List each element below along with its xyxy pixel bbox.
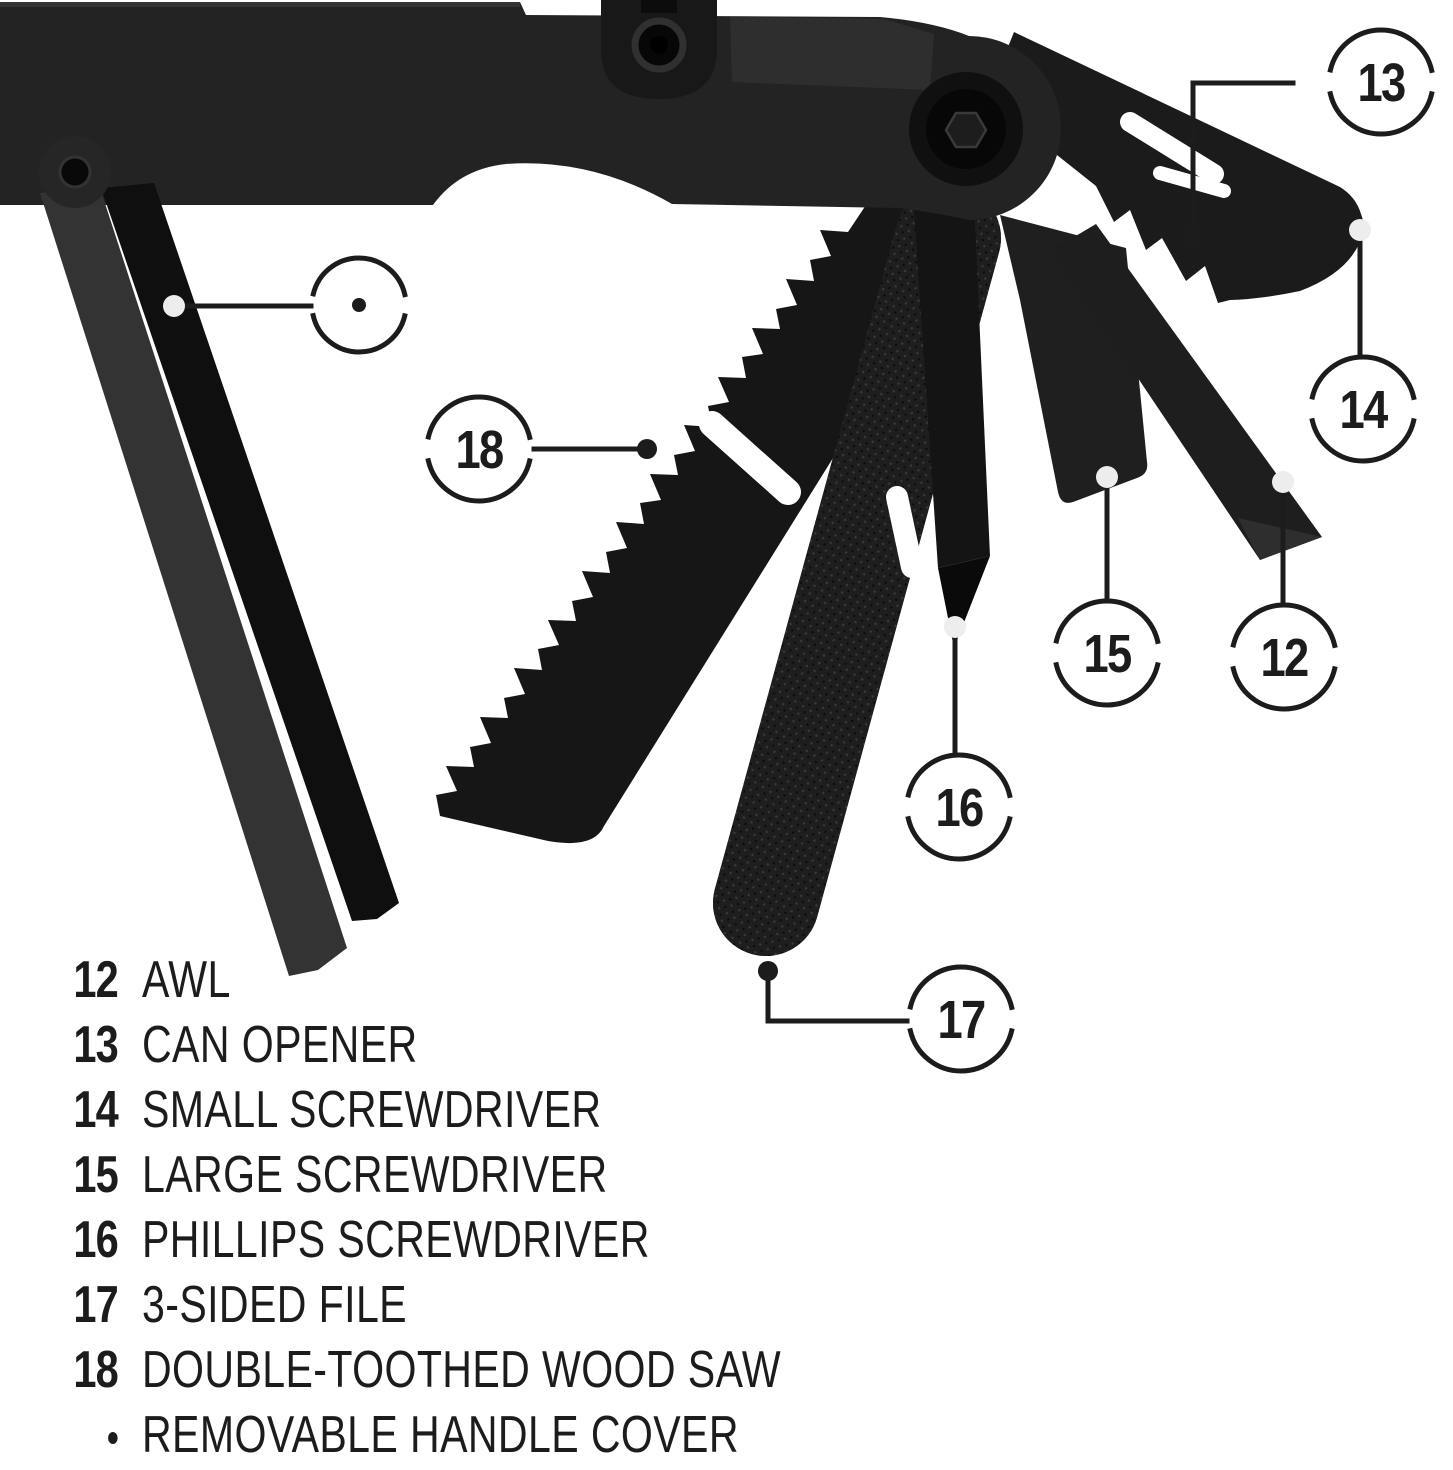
legend-label: DOUBLE-TOOTHED WOOD SAW: [142, 1341, 782, 1399]
awl-shape: [1052, 224, 1322, 560]
callout-number-14: 14: [1339, 379, 1388, 440]
callout-numbers: 12 13 14 15 16 17 18: [455, 52, 1406, 1050]
legend-item-handle-cover: • REMOVABLE HANDLE COVER: [52, 1403, 1032, 1468]
callout-number-15: 15: [1083, 623, 1131, 684]
file-shape: [713, 185, 1001, 956]
callout-circle-18: [424, 394, 534, 504]
target-dot-file: [758, 961, 778, 981]
callout-number-18: 18: [455, 419, 503, 480]
legend-number: 17: [73, 1276, 118, 1334]
legend-number: 12: [73, 951, 118, 1009]
legend-label: REMOVABLE HANDLE COVER: [142, 1406, 739, 1464]
legend-bullet: •: [107, 1414, 119, 1461]
callout-circle-16: [904, 752, 1014, 862]
target-dot-large-screwdriver: [1096, 466, 1118, 488]
blade-lock-shape: [601, 0, 717, 99]
bullet-center-dot: [352, 298, 366, 312]
legend-number: 13: [73, 1016, 118, 1074]
target-dot-awl: [1272, 471, 1294, 493]
target-dot-can-opener: [1183, 225, 1203, 245]
legend-number: 16: [73, 1211, 118, 1269]
callout-circle-14: [1308, 354, 1418, 464]
legend-item-phillips-screwdriver: 16 PHILLIPS SCREWDRIVER: [52, 1208, 1032, 1273]
legend-item-awl: 12 AWL: [52, 948, 1032, 1013]
callout-number-17: 17: [937, 989, 984, 1050]
leader-17: [765, 978, 910, 1024]
legend-number: 15: [73, 1146, 118, 1204]
legend-label: LARGE SCREWDRIVER: [142, 1146, 608, 1204]
callout-number-13: 13: [1357, 52, 1404, 113]
callout-dots-dark: [352, 225, 1203, 981]
callout-dots-light: [163, 219, 1371, 638]
callout-circle-13: [1326, 27, 1436, 137]
legend-item-file: 17 3-SIDED FILE: [52, 1273, 1032, 1338]
legend-label: SMALL SCREWDRIVER: [142, 1081, 602, 1139]
target-dot-phillips: [944, 616, 966, 638]
legend-label: 3-SIDED FILE: [142, 1276, 407, 1334]
target-dot-handle-cover: [163, 295, 185, 317]
leader-13: [1190, 80, 1296, 247]
legend-label: CAN OPENER: [142, 1016, 418, 1074]
legend-item-wood-saw: 18 DOUBLE-TOOTHED WOOD SAW: [52, 1338, 1032, 1403]
legend: 12 AWL 13 CAN OPENER 14 SMALL SCREWDRIVE…: [52, 948, 1032, 1468]
callout-circle-handle-cover: [309, 255, 409, 355]
legend-label: AWL: [142, 951, 231, 1009]
callout-number-12: 12: [1260, 627, 1307, 688]
callout-circle-12: [1229, 602, 1339, 712]
pivot-bolt: [909, 72, 1023, 186]
legend-number: 14: [73, 1081, 118, 1139]
handle-bar-shape: [0, 2, 1061, 220]
legend-item-large-screwdriver: 15 LARGE SCREWDRIVER: [52, 1143, 1032, 1208]
callout-circle-17: [906, 964, 1016, 1074]
handle-arms: [39, 136, 399, 976]
target-dot-small-screwdriver: [1349, 219, 1371, 241]
legend-number: 18: [73, 1341, 118, 1399]
callout-number-16: 16: [935, 777, 982, 838]
target-dot-saw: [637, 439, 657, 459]
callout-lines: [183, 27, 1436, 1074]
legend-item-small-screwdriver: 14 SMALL SCREWDRIVER: [52, 1078, 1032, 1143]
legend-label: PHILLIPS SCREWDRIVER: [142, 1211, 650, 1269]
legend-item-can-opener: 13 CAN OPENER: [52, 1013, 1032, 1078]
can-opener-shape: [1002, 32, 1364, 303]
wood-saw-shape: [436, 196, 952, 844]
callout-circle-15: [1052, 598, 1162, 708]
